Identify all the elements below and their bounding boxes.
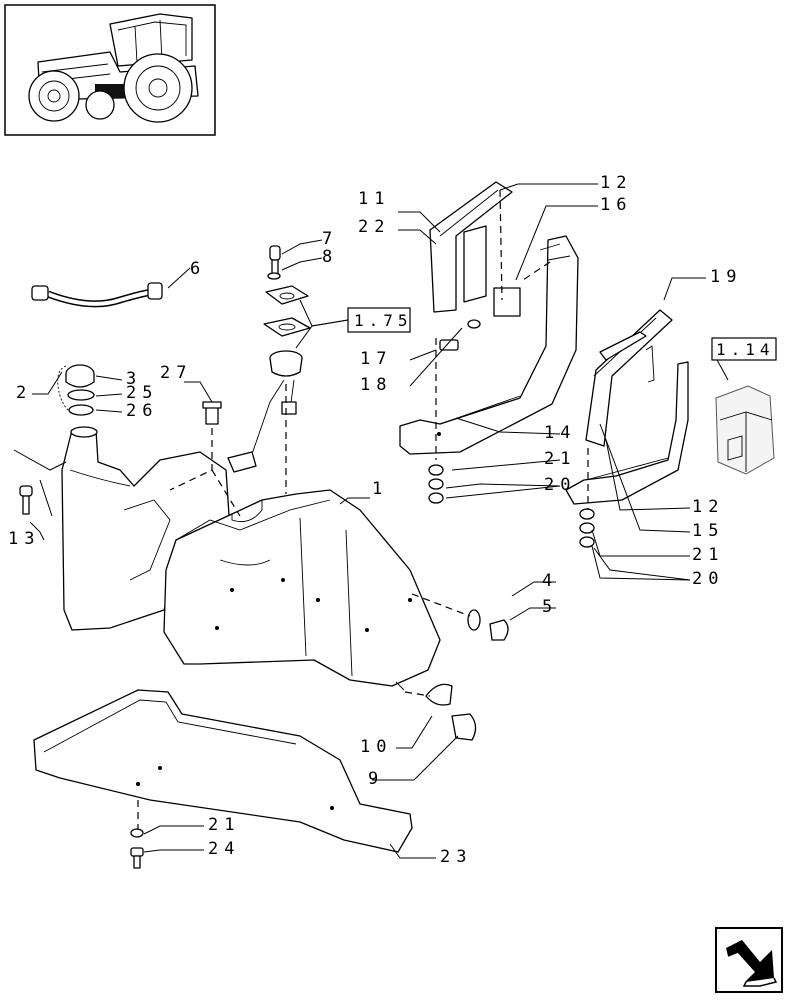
callout-8: 8 (322, 247, 338, 267)
washers-upper (428, 464, 444, 504)
callout-6: 6 (190, 259, 206, 279)
callout-7: 7 (322, 229, 338, 249)
callout-labels: 1 2 3 4 5 6 7 8 9 10 11 12 12 13 14 15 1… (8, 173, 742, 867)
callout-14: 14 (544, 423, 576, 443)
bolt-13 (19, 485, 33, 515)
callout-22: 22 (358, 217, 390, 237)
callout-21c: 21 (208, 815, 240, 835)
shield-fasteners (130, 828, 144, 869)
callout-9: 9 (368, 769, 384, 789)
callout-5: 5 (542, 597, 558, 617)
next-page-arrow-icon (726, 940, 778, 987)
callout-4: 4 (542, 571, 558, 591)
tractor-icon (28, 13, 199, 123)
next-page-nav[interactable] (715, 927, 783, 993)
callout-25: 25 (126, 383, 158, 403)
callout-20a: 20 (544, 475, 576, 495)
callout-26: 26 (126, 401, 158, 421)
leader-lines (13, 183, 729, 859)
callout-21a: 21 (544, 449, 576, 469)
assembly-lines (137, 189, 589, 830)
tractor-thumbnail (4, 4, 216, 136)
callout-16: 16 (600, 195, 632, 215)
callout-15: 15 (692, 521, 724, 541)
vent-fitting (202, 401, 222, 425)
callout-17: 17 (360, 349, 392, 369)
callout-2: 2 (16, 383, 32, 403)
callout-24: 24 (208, 839, 240, 859)
callout-13: 13 (8, 529, 40, 549)
fuel-sender (227, 245, 311, 473)
secondary-tank (61, 426, 231, 631)
callout-3: 3 (126, 369, 142, 389)
reference-175: 1.75 (354, 311, 413, 330)
drain-fittings (395, 609, 509, 741)
callout-12a: 12 (600, 173, 632, 193)
strap-assembly-upper (399, 181, 579, 455)
reference-114: 1.14 (716, 340, 775, 359)
reference-view-114 (715, 385, 775, 475)
callout-19: 19 (710, 267, 742, 287)
callout-27: 27 (160, 363, 192, 383)
strap-assembly-right (565, 309, 689, 505)
callout-11: 11 (358, 189, 390, 209)
callout-12b: 12 (692, 497, 724, 517)
callout-20b: 20 (692, 569, 724, 589)
callout-10: 10 (360, 737, 392, 757)
tank-shield-plate (33, 689, 413, 853)
fuel-hose (31, 282, 163, 308)
callout-21b: 21 (692, 545, 724, 565)
callout-1: 1 (372, 479, 388, 499)
washers-right (579, 508, 595, 548)
reference-boxes: 1.75 1.14 (347, 307, 777, 361)
callout-18: 18 (360, 375, 392, 395)
main-fuel-tank (163, 489, 441, 687)
callout-23: 23 (440, 847, 472, 867)
filler-cap-group (57, 364, 95, 416)
